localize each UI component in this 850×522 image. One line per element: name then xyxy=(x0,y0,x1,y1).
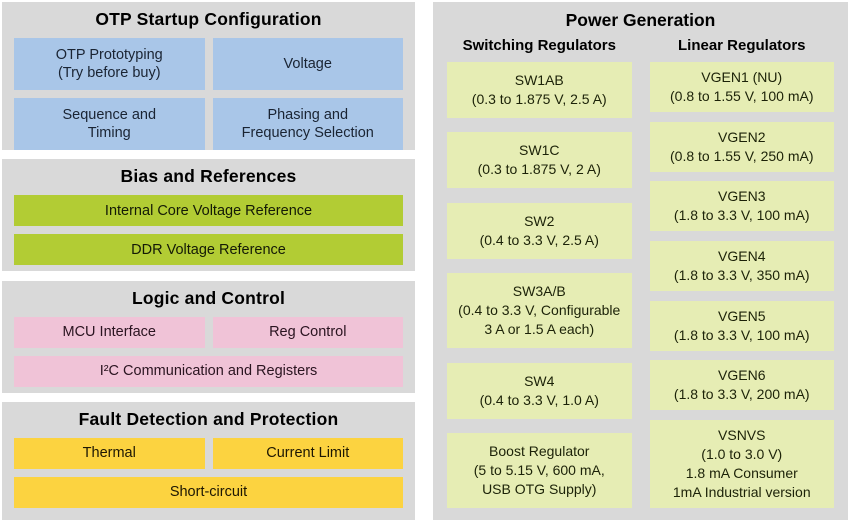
section-title-bias: Bias and References xyxy=(120,166,297,187)
regulator-sw2: SW2 (0.4 to 3.3 V, 2.5 A) xyxy=(447,202,632,259)
regulator-name: Boost Regulator xyxy=(489,442,590,459)
regulator-column-headers: Switching Regulators Linear Regulators xyxy=(447,37,834,54)
regulator-vgen3: VGEN3 (1.8 to 3.3 V, 100 mA) xyxy=(649,181,834,232)
block-voltage: Voltage xyxy=(212,38,403,90)
regulator-vgen6: VGEN6 (1.8 to 3.3 V, 200 mA) xyxy=(649,360,834,411)
block-sequence-and-timing: Sequence and Timing xyxy=(14,98,205,150)
logic-box-grid: MCU Interface Reg Control I²C Communicat… xyxy=(14,316,403,387)
regulator-spec: (0.3 to 1.875 V, 2.5 A) xyxy=(471,91,607,107)
linear-regulators-column: VGEN1 (NU) (0.8 to 1.55 V, 100 mA) VGEN2… xyxy=(649,62,834,508)
regulator-name: VGEN3 xyxy=(718,188,766,205)
block-mcu-interface: MCU Interface xyxy=(14,316,205,348)
regulator-vgen5: VGEN5 (1.8 to 3.3 V, 100 mA) xyxy=(649,300,834,351)
block-current-limit: Current Limit xyxy=(212,437,403,469)
left-column: OTP Startup Configuration OTP Prototypin… xyxy=(2,2,415,520)
section-otp-startup-configuration: OTP Startup Configuration OTP Prototypin… xyxy=(2,2,415,150)
section-logic-and-control: Logic and Control MCU Interface Reg Cont… xyxy=(2,280,415,393)
regulator-sw3ab: SW3A/B (0.4 to 3.3 V, Configurable 3 A o… xyxy=(447,273,632,349)
regulator-spec: (0.4 to 3.3 V, 1.0 A) xyxy=(479,391,599,408)
otp-box-grid: OTP Prototyping (Try before buy) Voltage… xyxy=(14,38,403,150)
linear-regulators-header: Linear Regulators xyxy=(677,37,806,54)
regulator-name: SW1AB xyxy=(514,72,564,88)
regulator-sw4: SW4 (0.4 to 3.3 V, 1.0 A) xyxy=(447,362,632,419)
regulator-spec: (0.3 to 1.875 V, 2 A) xyxy=(477,161,601,178)
regulator-name: VGEN6 xyxy=(718,367,766,384)
regulator-name: VSNVS xyxy=(718,426,766,443)
section-bias-and-references: Bias and References Internal Core Voltag… xyxy=(2,159,415,272)
regulator-name: SW2 xyxy=(524,212,555,229)
section-title-power-generation: Power Generation xyxy=(565,10,716,30)
regulator-name: VGEN5 xyxy=(718,307,766,324)
section-title-fault: Fault Detection and Protection xyxy=(78,408,339,429)
regulator-spec: (0.8 to 1.55 V, 250 mA) xyxy=(670,147,814,164)
regulator-spec: (1.8 to 3.3 V, 100 mA) xyxy=(673,326,810,343)
regulator-columns: SW1AB (0.3 to 1.875 V, 2.5 A) SW1C (0.3 … xyxy=(447,62,834,508)
regulator-vgen2: VGEN2 (0.8 to 1.55 V, 250 mA) xyxy=(649,121,834,172)
regulator-spec: (1.8 to 3.3 V, 350 mA) xyxy=(673,266,810,283)
block-otp-prototyping: OTP Prototyping (Try before buy) xyxy=(14,38,205,90)
regulator-spec: (1.0 to 3.0 V) 1.8 mA Consumer 1mA Indus… xyxy=(672,445,811,500)
regulator-name: SW3A/B xyxy=(512,283,566,300)
block-ddr-voltage-reference: DDR Voltage Reference xyxy=(14,234,403,266)
regulator-spec: (0.4 to 3.3 V, 2.5 A) xyxy=(479,231,599,248)
switching-regulators-header: Switching Regulators xyxy=(462,37,616,54)
block-thermal: Thermal xyxy=(14,437,205,469)
regulator-name: VGEN1 (NU) xyxy=(701,69,783,85)
regulator-sw1ab: SW1AB (0.3 to 1.875 V, 2.5 A) xyxy=(447,62,632,118)
regulator-name: SW1C xyxy=(519,142,560,159)
regulator-spec: (0.8 to 1.55 V, 100 mA) xyxy=(670,88,814,104)
regulator-spec: (1.8 to 3.3 V, 200 mA) xyxy=(673,386,810,403)
block-short-circuit: Short-circuit xyxy=(14,476,403,508)
switching-regulators-column: SW1AB (0.3 to 1.875 V, 2.5 A) SW1C (0.3 … xyxy=(447,62,632,508)
block-internal-core-voltage-reference: Internal Core Voltage Reference xyxy=(14,195,403,227)
regulator-name: VGEN4 xyxy=(718,247,766,264)
block-phasing-frequency-selection: Phasing and Frequency Selection xyxy=(212,98,403,150)
section-title-otp: OTP Startup Configuration xyxy=(95,9,322,29)
bias-box-rows: Internal Core Voltage Reference DDR Volt… xyxy=(14,195,403,266)
regulator-spec: (1.8 to 3.3 V, 100 mA) xyxy=(673,207,810,224)
section-fault-detection-and-protection: Fault Detection and Protection Thermal C… xyxy=(2,401,415,520)
section-power-generation: Power Generation Switching Regulators Li… xyxy=(433,2,848,520)
block-i2c-communication-and-registers: I²C Communication and Registers xyxy=(14,355,403,387)
regulator-vgen1: VGEN1 (NU) (0.8 to 1.55 V, 100 mA) xyxy=(649,62,834,112)
regulator-spec: (0.4 to 3.3 V, Configurable 3 A or 1.5 A… xyxy=(458,302,621,338)
regulator-boost: Boost Regulator (5 to 5.15 V, 600 mA, US… xyxy=(447,432,632,508)
regulator-sw1c: SW1C (0.3 to 1.875 V, 2 A) xyxy=(447,132,632,189)
regulator-vsnvs: VSNVS (1.0 to 3.0 V) 1.8 mA Consumer 1mA… xyxy=(649,419,834,508)
block-reg-control: Reg Control xyxy=(212,316,403,348)
regulator-name: VGEN2 xyxy=(718,128,766,145)
regulator-spec: (5 to 5.15 V, 600 mA, USB OTG Supply) xyxy=(473,461,605,497)
regulator-vgen4: VGEN4 (1.8 to 3.3 V, 350 mA) xyxy=(649,240,834,291)
section-title-logic: Logic and Control xyxy=(131,287,286,308)
fault-box-grid: Thermal Current Limit Short-circuit xyxy=(14,437,403,508)
regulator-name: SW4 xyxy=(524,372,555,389)
